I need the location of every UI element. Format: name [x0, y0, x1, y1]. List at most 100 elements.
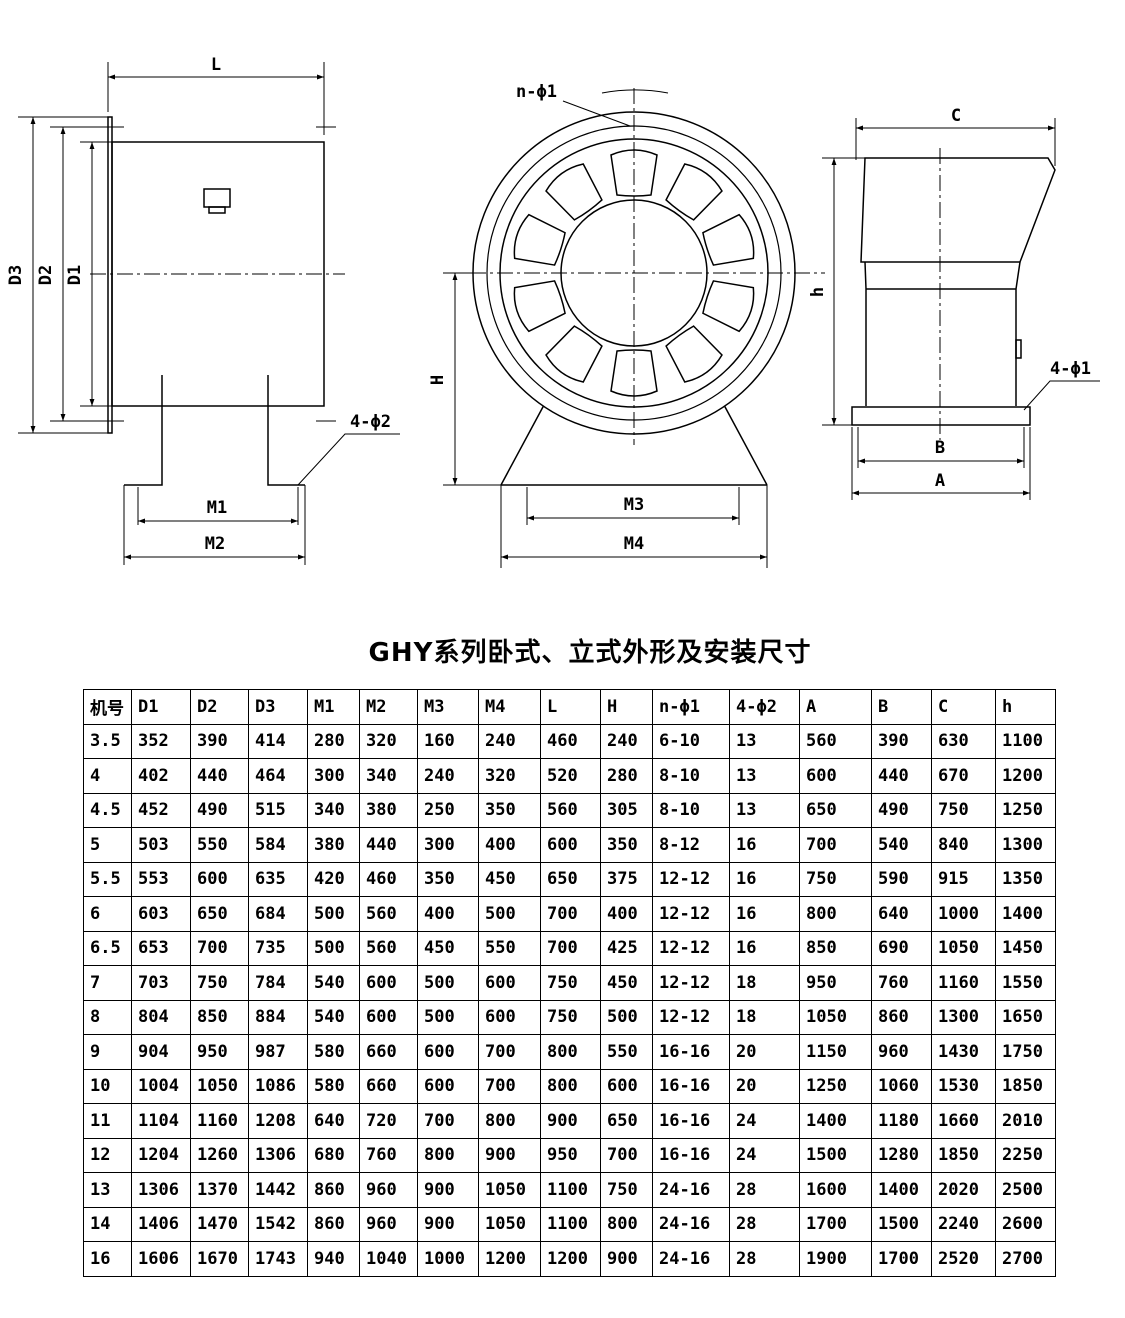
table-cell: 16-16	[652, 1137, 730, 1173]
table-cell: 580	[307, 1034, 360, 1070]
table-cell: 1400	[799, 1103, 872, 1139]
label-n-phi1: n-ϕ1	[516, 82, 557, 102]
table-cell: 1180	[871, 1103, 932, 1139]
table-cell: 1050	[478, 1206, 541, 1242]
table-cell: 24	[729, 1137, 800, 1173]
table-cell: 1300	[931, 999, 996, 1035]
table-cell: 1550	[995, 965, 1056, 1001]
table-cell: 1208	[248, 1103, 308, 1139]
page-title: GHY系列卧式、立式外形及安装尺寸	[368, 638, 812, 668]
side-view-drawing	[18, 62, 400, 565]
table-cell: 1160	[931, 965, 996, 1001]
table-cell: 550	[478, 930, 541, 966]
table-cell: 960	[871, 1034, 932, 1070]
table-cell: 540	[871, 827, 932, 863]
label-L: L	[211, 55, 221, 75]
table-cell: 1306	[248, 1137, 308, 1173]
table-cell: 1430	[931, 1034, 996, 1070]
table-cell: 850	[190, 999, 249, 1035]
table-cell: 390	[190, 723, 249, 759]
table-cell: 1086	[248, 1068, 308, 1104]
table-cell: 24-16	[652, 1172, 730, 1208]
table-cell: 1306	[131, 1172, 191, 1208]
table-cell: 750	[931, 792, 996, 828]
column-header: H	[600, 689, 653, 725]
table-cell: 400	[417, 896, 479, 932]
table-cell: 500	[307, 930, 360, 966]
table-cell: 800	[417, 1137, 479, 1173]
table-cell: 670	[931, 758, 996, 794]
table-cell: 500	[417, 965, 479, 1001]
table-cell: 12-12	[652, 930, 730, 966]
table-cell: 915	[931, 861, 996, 897]
table-cell: 390	[871, 723, 932, 759]
table-cell: 950	[540, 1137, 601, 1173]
table-cell: 500	[417, 999, 479, 1035]
column-header: D1	[131, 689, 191, 725]
table-cell: 13	[729, 723, 800, 759]
table-cell: 680	[307, 1137, 360, 1173]
table-cell: 600	[417, 1034, 479, 1070]
table-cell: 12	[83, 1137, 132, 1173]
table-cell: 2700	[995, 1241, 1056, 1277]
table-cell: 1670	[190, 1241, 249, 1277]
table-cell: 440	[871, 758, 932, 794]
table-cell: 600	[600, 1068, 653, 1104]
table-cell: 1000	[417, 1241, 479, 1277]
table-cell: 700	[799, 827, 872, 863]
table-cell: 860	[307, 1172, 360, 1208]
table-cell: 560	[540, 792, 601, 828]
table-cell: 560	[799, 723, 872, 759]
table-cell: 700	[190, 930, 249, 966]
table-cell: 1050	[931, 930, 996, 966]
table-cell: 600	[478, 965, 541, 1001]
table-cell: 660	[359, 1068, 418, 1104]
table-cell: 600	[417, 1068, 479, 1104]
table-cell: 300	[307, 758, 360, 794]
table-cell: 900	[600, 1241, 653, 1277]
body-left	[864, 261, 867, 406]
table-cell: 950	[190, 1034, 249, 1070]
table-cell: 1650	[995, 999, 1056, 1035]
table-cell: 760	[359, 1137, 418, 1173]
table-cell: 1004	[131, 1068, 191, 1104]
table-cell: 500	[600, 999, 653, 1035]
table-cell: 1200	[478, 1241, 541, 1277]
label-D3: D3	[6, 265, 26, 285]
table-cell: 6-10	[652, 723, 730, 759]
table-cell: 320	[478, 758, 541, 794]
table-cell: 1600	[799, 1172, 872, 1208]
table-cell: 490	[190, 792, 249, 828]
table-cell: 584	[248, 827, 308, 863]
table-cell: 1350	[995, 861, 1056, 897]
table-cell: 860	[871, 999, 932, 1035]
table-cell: 635	[248, 861, 308, 897]
table-cell: 16	[729, 827, 800, 863]
table-cell: 1040	[359, 1241, 418, 1277]
body-right	[1015, 261, 1021, 406]
table-cell: 240	[478, 723, 541, 759]
table-cell: 590	[871, 861, 932, 897]
table-cell: 160	[417, 723, 479, 759]
table-cell: 12-12	[652, 965, 730, 1001]
table-cell: 28	[729, 1172, 800, 1208]
table-cell: 600	[799, 758, 872, 794]
table-cell: 452	[131, 792, 191, 828]
blade-shape	[665, 325, 723, 383]
blade-shape	[610, 349, 658, 397]
table-cell: 900	[478, 1137, 541, 1173]
table-cell: 850	[799, 930, 872, 966]
blade-shape	[545, 325, 603, 383]
table-cell: 520	[540, 758, 601, 794]
table-cell: 600	[190, 861, 249, 897]
column-header: M1	[307, 689, 360, 725]
table-cell: 414	[248, 723, 308, 759]
table-cell: 440	[359, 827, 418, 863]
left-leg	[124, 375, 163, 486]
table-cell: 20	[729, 1068, 800, 1104]
vertical-view-labels: C h 4-ϕ1 B A	[808, 106, 1091, 491]
table-cell: 700	[417, 1103, 479, 1139]
